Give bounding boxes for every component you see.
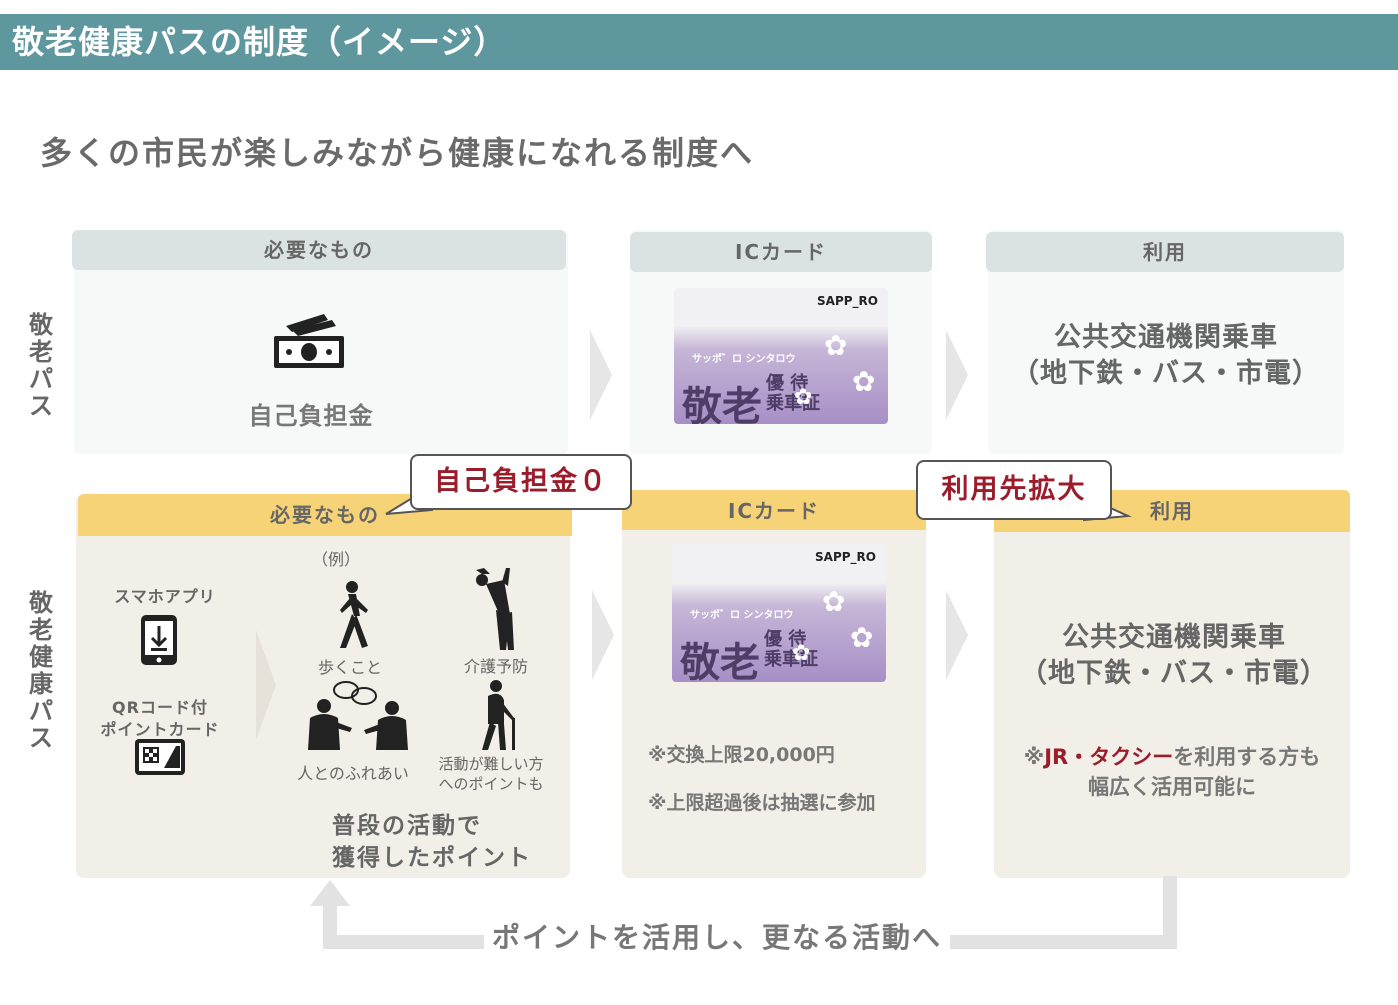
hard-label-1: 活動が難しい方	[438, 755, 544, 773]
flower-icon: ✿	[794, 385, 813, 410]
top-card-header: ICカード	[630, 232, 932, 272]
care-label: 介護予防	[463, 657, 528, 676]
qr-label-1: QRコード付	[112, 698, 208, 717]
elderly-person-icon	[470, 678, 524, 756]
bottom-needs-header: 必要なもの	[78, 494, 572, 536]
ic-card-image: SAPP_RO サッポ゛ロ シンタロウ 敬老 優 待乗車証 ✿ ✿ ✿	[672, 544, 886, 682]
flower-icon: ✿	[852, 365, 876, 398]
example-label: （例）	[311, 550, 360, 569]
talking-people-icon	[300, 680, 412, 756]
flower-icon: ✿	[792, 641, 811, 666]
money-icon	[272, 312, 348, 370]
card-note-2: ※上限超過後は抽選に参加	[648, 792, 876, 814]
bottom-card-header: ICカード	[622, 490, 926, 530]
walk-label: 歩くこと	[317, 658, 382, 677]
card-kana: サッポ゛ロ シンタロウ	[692, 354, 796, 365]
card-kanji: 敬老	[682, 384, 762, 424]
flower-icon: ✿	[824, 329, 848, 362]
page-title: 敬老健康パスの制度（イメージ）	[0, 14, 1398, 70]
card-brand: SAPP_RO	[815, 550, 876, 564]
bottom-use-note: ※JR・タクシーを利用する方も 幅広く活用可能に	[1023, 745, 1321, 799]
top-use-line1: 公共交通機関乗車	[1054, 322, 1278, 353]
arrow-right-icon	[592, 590, 616, 684]
card-kanji-small: 優 待乗車証	[764, 629, 818, 670]
bottom-use-panel	[994, 494, 1350, 878]
flower-icon: ✿	[822, 585, 846, 618]
bottom-needs-panel	[76, 494, 570, 878]
qr-label-2: ポイントカード	[100, 720, 220, 739]
card-kanji-small: 優 待乗車証	[766, 373, 820, 414]
hard-label-2: へのポイントも	[438, 775, 544, 793]
arrow-right-icon	[256, 630, 278, 744]
card-note-1: ※交換上限20,000円	[648, 744, 835, 766]
card-kana: サッポ゛ロ シンタロウ	[690, 610, 794, 621]
smartphone-icon	[140, 614, 178, 670]
callout-zero-cost: 自己負担金０	[410, 454, 632, 510]
card-brand: SAPP_RO	[817, 294, 878, 308]
loop-text: ポイントを活用し、更なる活動へ	[484, 916, 951, 960]
arrow-right-icon	[946, 590, 970, 684]
top-needs-header: 必要なもの	[72, 230, 566, 270]
arrow-right-icon	[946, 330, 970, 424]
bottom-use-line2: （地下鉄・バス・市電）	[1020, 658, 1328, 689]
qr-card-icon	[134, 738, 186, 780]
callout-expanded: 利用先拡大	[916, 460, 1112, 520]
app-label: スマホアプリ	[114, 587, 216, 606]
top-use-header: 利用	[986, 232, 1344, 272]
row-label-bottom: 敬老健康パス	[29, 589, 53, 752]
points-label: 普段の活動で 獲得したポイント	[332, 813, 532, 871]
ic-card-image: SAPP_RO サッポ゛ロ シンタロウ 敬老 優 待乗車証 ✿ ✿ ✿	[674, 288, 888, 424]
stretching-person-icon	[470, 566, 520, 656]
top-needs-label: 自己負担金	[248, 402, 374, 430]
note-highlight: JR・タクシー	[1044, 745, 1174, 769]
row-label-top: 敬老パス	[29, 311, 53, 420]
card-kanji: 敬老	[680, 640, 760, 682]
bottom-use-line1: 公共交通機関乗車	[1062, 622, 1286, 653]
subtitle: 多くの市民が楽しみながら健康になれる制度へ	[40, 134, 755, 172]
social-label: 人とのふれあい	[297, 764, 409, 783]
top-use-line2: （地下鉄・バス・市電）	[1012, 358, 1320, 389]
walking-person-icon	[326, 580, 376, 654]
arrow-right-icon	[590, 330, 614, 424]
flower-icon: ✿	[850, 621, 874, 654]
